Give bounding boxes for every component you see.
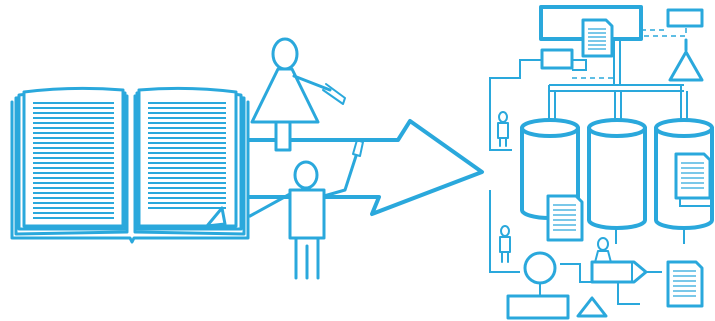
person-icon <box>500 226 510 262</box>
system-diagram <box>490 7 712 318</box>
small-box <box>542 50 572 68</box>
triangle-icon <box>670 40 702 80</box>
open-book-icon <box>12 88 248 242</box>
pentagon-arrow-icon <box>592 262 646 282</box>
small-box <box>668 10 702 26</box>
document-icon <box>583 20 612 56</box>
document-icon <box>668 262 702 306</box>
triangle-icon <box>578 298 606 316</box>
woman-pointing-icon <box>252 39 345 150</box>
small-box <box>508 296 568 318</box>
circle-node-icon <box>525 253 555 283</box>
database-cylinder-icon <box>589 120 645 228</box>
person-icon <box>498 112 508 146</box>
document-icon <box>548 196 582 240</box>
arrow-icon <box>236 121 482 214</box>
document-icon <box>676 154 712 206</box>
